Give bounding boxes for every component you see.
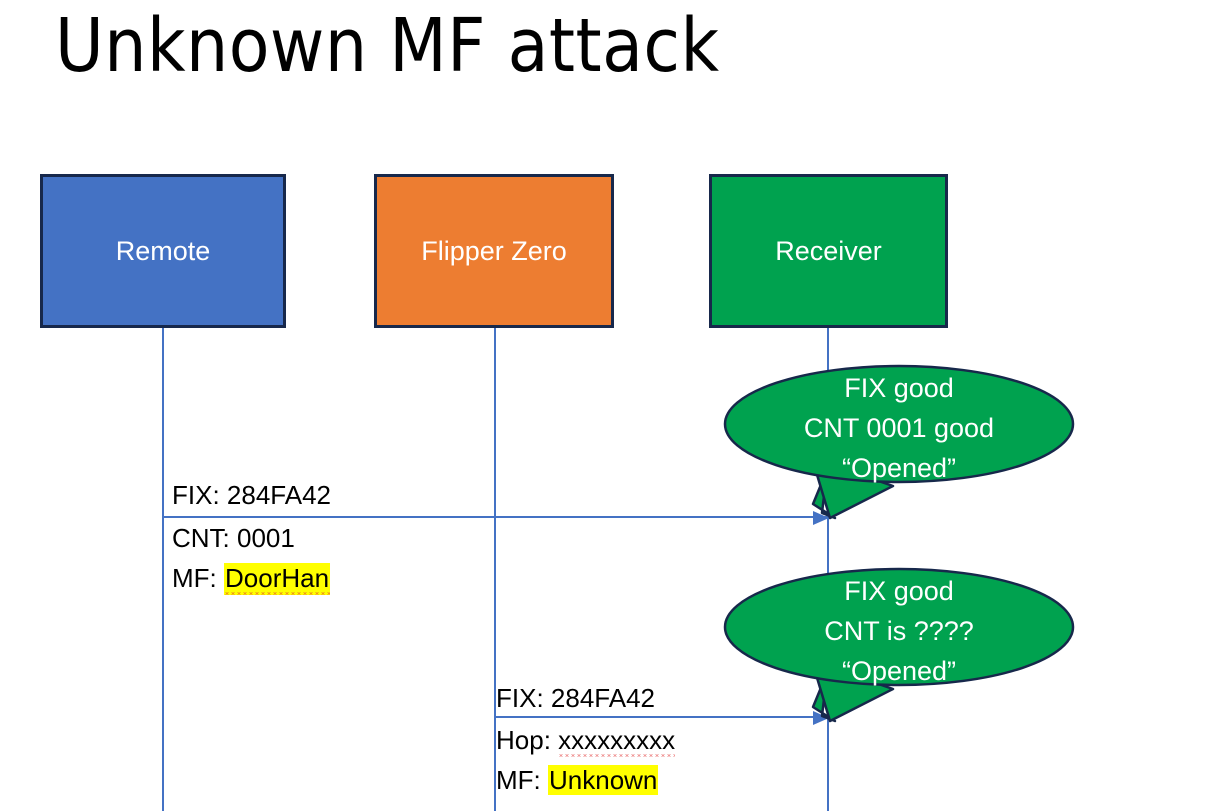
actor-box-flipper-zero[interactable]: Flipper Zero bbox=[374, 174, 614, 328]
page-title: Unknown MF attack bbox=[55, 3, 720, 89]
message-label-remote-details: CNT: 0001 MF: DoorHan bbox=[172, 518, 330, 598]
message-line-mf-prefix: MF: bbox=[496, 765, 548, 795]
speech-bubble-shape bbox=[723, 567, 1075, 723]
message-label-remote-fix: FIX: 284FA42 bbox=[172, 475, 331, 515]
message-line-mf-value: DoorHan bbox=[225, 563, 330, 593]
actor-label-flipper-zero: Flipper Zero bbox=[421, 235, 567, 266]
message-line-mf-value: Unknown bbox=[548, 765, 659, 795]
lifeline-remote bbox=[162, 328, 164, 811]
message-line-fix: FIX: 284FA42 bbox=[496, 683, 655, 713]
message-line-fix: FIX: 284FA42 bbox=[172, 480, 331, 510]
message-line-mf: MF: Unknown bbox=[496, 760, 675, 800]
message-line-hop-value: xxxxxxxxx bbox=[558, 725, 676, 755]
speech-bubble-shape bbox=[723, 364, 1075, 520]
message-label-flipper-details: Hop: xxxxxxxxx MF: Unknown bbox=[496, 720, 676, 800]
message-label-flipper-fix: FIX: 284FA42 bbox=[496, 678, 655, 718]
actor-label-receiver: Receiver bbox=[775, 235, 882, 266]
actor-box-remote[interactable]: Remote bbox=[40, 174, 286, 328]
lifeline-receiver bbox=[827, 328, 829, 811]
message-line-cnt: CNT: 0001 bbox=[172, 523, 295, 553]
actor-box-receiver[interactable]: Receiver bbox=[709, 174, 948, 328]
lifeline-flipper-zero bbox=[494, 328, 496, 811]
speech-bubble-receiver-second[interactable]: FIX good CNT is ???? “Opened” bbox=[718, 561, 1080, 729]
message-line-hop: Hop: xxxxxxxxx bbox=[496, 720, 676, 760]
speech-bubble-receiver-first[interactable]: FIX good CNT 0001 good “Opened” bbox=[718, 358, 1080, 526]
message-line-mf: MF: DoorHan bbox=[172, 558, 330, 598]
actor-label-remote: Remote bbox=[115, 235, 211, 266]
message-line-hop-prefix: Hop: bbox=[496, 725, 559, 755]
message-line-mf-prefix: MF: bbox=[172, 563, 224, 593]
